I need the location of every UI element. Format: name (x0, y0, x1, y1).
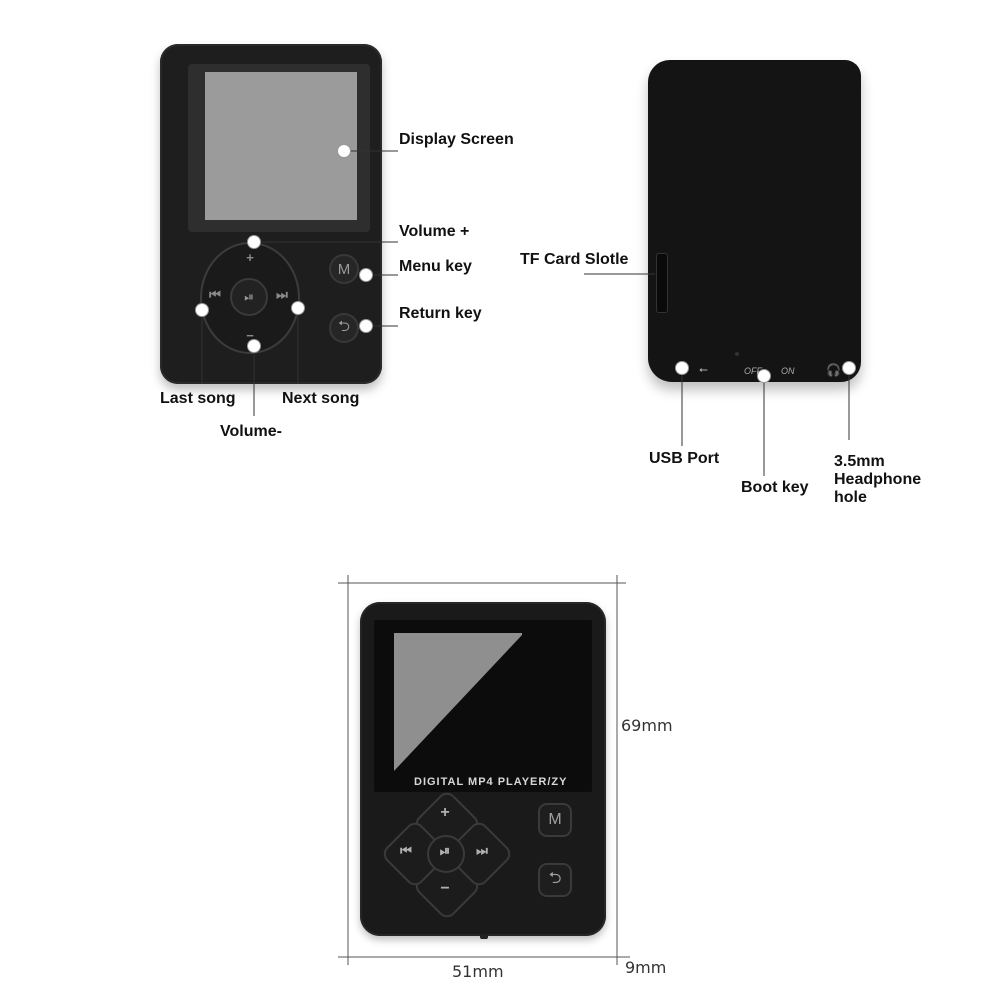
volume-down-glyph[interactable]: − (246, 327, 254, 343)
volume-down-dot (248, 340, 260, 352)
back-callout-lines (584, 273, 850, 476)
display-screen-label: Display Screen (399, 131, 514, 148)
switch-on-label: ON (781, 366, 795, 376)
dim-minus-glyph: − (440, 880, 450, 897)
headphone-label-line3: hole (834, 489, 867, 506)
width-dimension-label: 51mm (452, 962, 504, 981)
volume-up-glyph[interactable]: + (246, 249, 254, 265)
switch-off-label: OFF (744, 366, 762, 376)
dim-prev-glyph: ⏮ (400, 843, 412, 858)
dim-plus-glyph: + (440, 804, 450, 821)
headphone-icon: 🎧 (826, 363, 841, 377)
boot-key-dot (758, 370, 770, 382)
return-key-label: Return key (399, 305, 482, 322)
height-dimension-label: 69mm (621, 716, 673, 735)
tf-card-slot[interactable] (656, 253, 668, 313)
last-song-label: Last song (160, 390, 236, 407)
dim-brand-text: DIGITAL MP4 PLAYER/ZY (414, 776, 568, 788)
usb-port-label: USB Port (649, 450, 720, 467)
return-key-dot (360, 320, 372, 332)
power-indicator (735, 352, 739, 356)
prev-glyph[interactable]: ⏮ (209, 287, 221, 302)
next-glyph[interactable]: ⏭ (276, 287, 288, 302)
volume-up-dot (248, 236, 260, 248)
front-control-wheel (200, 242, 300, 354)
menu-key-label: Menu key (399, 258, 472, 275)
dim-menu-button[interactable]: M (538, 803, 572, 837)
menu-button[interactable]: M (329, 254, 359, 284)
dim-return-button[interactable]: ⮌ (538, 863, 572, 897)
headphone-label-line2: Headphone (834, 471, 922, 488)
headphone-label-line1: 3.5mm (834, 453, 885, 470)
depth-dimension-label: 9mm (625, 958, 667, 977)
tf-card-slot-label: TF Card Slotle (520, 251, 629, 268)
usb-port-dot (676, 362, 688, 374)
menu-key-dot (360, 269, 372, 281)
dim-play-pause-glyph: ⏯ (439, 843, 451, 858)
volume-down-label: Volume- (220, 423, 282, 440)
next-song-dot (292, 302, 304, 314)
display-screen-dot (338, 145, 350, 157)
volume-up-label: Volume + (399, 223, 470, 240)
dim-bottom-notch (480, 934, 488, 939)
dim-play-pause-button[interactable] (427, 835, 465, 873)
play-pause-button[interactable]: ⏯ (230, 278, 268, 316)
return-button[interactable]: ⮌ (329, 313, 359, 343)
next-song-label: Next song (282, 390, 360, 407)
headphone-hole-dot (843, 362, 855, 374)
usb-icon: ⭠ (699, 364, 708, 376)
back-device-body (648, 60, 861, 382)
front-display-screen (205, 72, 357, 220)
dim-screen-glare (394, 633, 522, 771)
boot-key-label: Boot key (741, 479, 809, 496)
dim-next-glyph: ⏭ (476, 843, 488, 858)
last-song-dot (196, 304, 208, 316)
